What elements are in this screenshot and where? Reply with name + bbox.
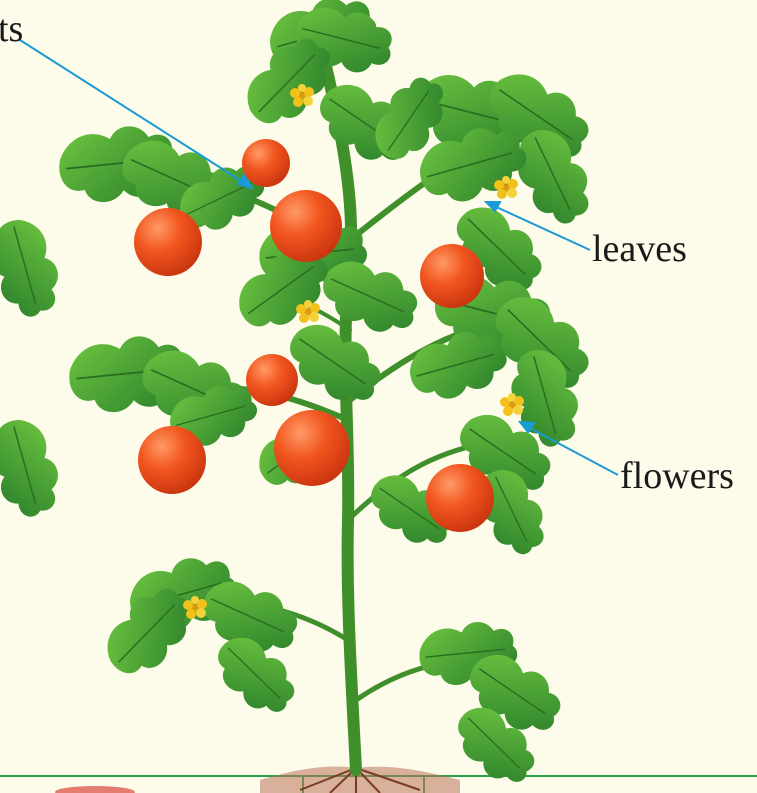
tomato — [242, 139, 290, 187]
tomato — [270, 190, 342, 262]
tomato — [134, 208, 202, 276]
tomato — [426, 464, 494, 532]
tomato — [420, 244, 484, 308]
tomato — [138, 426, 206, 494]
tomato — [246, 354, 298, 406]
label-fruits: ts — [0, 10, 23, 48]
tomato — [274, 410, 350, 486]
label-flowers: flowers — [620, 457, 734, 495]
label-leaves: leaves — [592, 230, 687, 268]
